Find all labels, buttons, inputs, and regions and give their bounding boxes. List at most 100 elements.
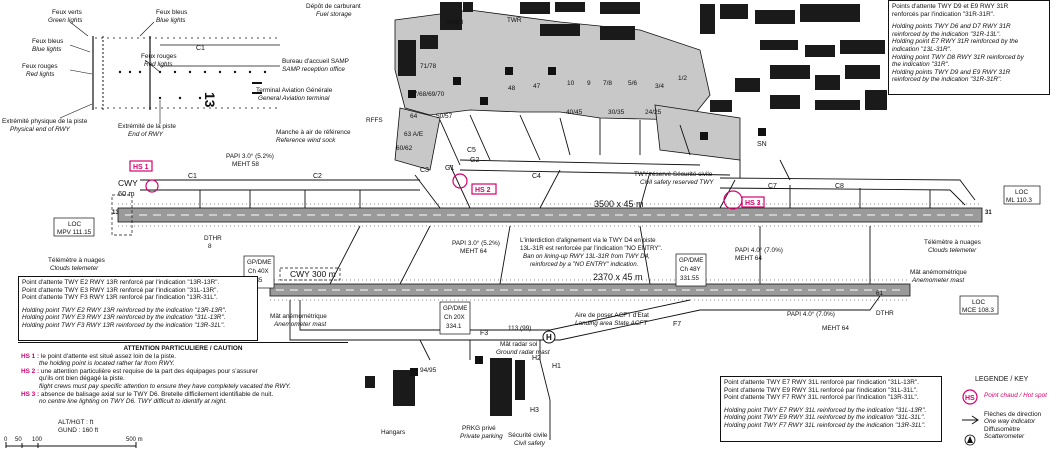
hotspot-1-label[interactable]: HS 1: [133, 164, 149, 171]
twy-c4-label: C4: [532, 173, 541, 180]
anemometer-2-en: Anemometer mast: [911, 277, 964, 284]
twy-c1-label: C1: [188, 173, 197, 180]
hotspot-3-circle[interactable]: [723, 190, 743, 210]
runway-main: [117, 203, 983, 227]
gp-dme-1-channel: Ch 40X: [248, 268, 269, 275]
civil-safety-en: Civil safety: [514, 440, 546, 447]
note-top-right-en-line: reinforced by the indication "31R-13L".: [892, 30, 1001, 38]
label-blue-lights-fr: Feux bleus: [32, 38, 63, 45]
parking-icon: [410, 368, 418, 376]
alt-hgt-unit: ALT/HGT : ft: [58, 419, 93, 426]
taxiway-labels: C1 C2 C3 C4 C5 C7 C8 F3 F7 G1 G2 SN H2 H…: [188, 141, 844, 414]
state-acft-area-en: Landing area State ACFT: [575, 320, 648, 327]
clearway-60m: [111, 194, 133, 236]
caution-hs3-tag: HS 3 :: [21, 390, 40, 398]
stand-label: 1/2: [678, 75, 687, 82]
anemometer-1-en: Anemometer mast: [273, 321, 326, 328]
stand-label: 5/6: [628, 80, 637, 87]
helipad-letter: H: [546, 333, 552, 342]
gp-dme-3: GP/DME Ch 20X 334.1: [439, 301, 471, 335]
label-red-lights-right-en: Red lights: [144, 61, 173, 68]
dthr-2-value: 61: [876, 290, 884, 297]
meht-2-label: MEHT 64: [460, 248, 487, 255]
meht-4-label: MEHT 64: [822, 325, 849, 332]
cwy-60-label: CWY: [118, 178, 138, 188]
legend-arrows-en: One way indicator: [984, 418, 1036, 426]
ground-radar-value: 113 (99): [508, 325, 531, 332]
ceilometer-1-fr: Télémètre à nuages: [48, 257, 105, 264]
note-top-right-en-line: indication "13L-31R".: [892, 45, 952, 53]
twy-h1-label: H1: [552, 363, 561, 370]
state-acft-area-fr: Aire de poser ACFT d'Etat: [575, 312, 649, 319]
hotspot-3-label[interactable]: HS 3: [745, 200, 761, 207]
parking-icon: [408, 90, 416, 98]
legend-hotspot-en: Hot spot: [1023, 392, 1047, 399]
meht-3-label: MEHT 64: [735, 255, 762, 262]
hotspot-2-label[interactable]: HS 2: [475, 187, 491, 194]
gp-dme-1-title: GP/DME: [247, 259, 271, 266]
loc-ml-title: LOC: [1015, 189, 1029, 196]
note-bottom-right-en-line: Holding point TWY F7 RWY 31L reinforced …: [724, 421, 926, 429]
stand-label: 24/25: [645, 109, 662, 116]
twy-c8-label: C8: [835, 183, 844, 190]
legend-symbols: HS: [962, 389, 979, 446]
note-left-fr-line: Point d'attente TWY F3 RWY 13R renforcé …: [22, 294, 218, 302]
label-red-lights-right-fr: Feux rouges: [141, 53, 177, 60]
note-top-right-en-line: Holding point TWY D8 RWY 31R reinforced …: [892, 53, 1024, 61]
stand-label: 30/35: [608, 109, 625, 116]
legend-scatter-en: Scatterometer: [984, 433, 1025, 441]
meht-1-label: MEHT 58: [232, 161, 259, 168]
label-green-lights-en: Green lights: [48, 17, 83, 24]
civil-safety-fr: Sécurité civile: [508, 432, 548, 439]
stand-label: 64: [410, 113, 418, 120]
note-top-right-fr-line: Points d'attente TWY D9 et E9 RWY 31R: [892, 3, 1009, 10]
label-red-lights-en: Red lights: [26, 71, 55, 78]
legend-hotspot-symbol: HS: [965, 395, 975, 402]
papi-3-label: PAPI 4.0° (7.0%): [735, 246, 783, 254]
dthr-1-label: DTHR: [204, 235, 222, 242]
civil-safety-twy-en: Civil safety reserved TWY: [640, 179, 714, 186]
anemometer-1-fr: Mât anémométrique: [270, 313, 327, 320]
caution-hs1-en: the holding point is located rather far …: [39, 360, 175, 368]
parking-icon: [700, 132, 708, 140]
parking-icon: [548, 67, 556, 75]
ceilometer-1-en: Clouds telemeter: [50, 265, 99, 272]
civil-safety-twy-fr: TWY réservé Sécurité civile: [634, 171, 713, 178]
loc-ml: LOC ML 110.3: [1003, 185, 1041, 205]
note-top-right-en-line: Holding point E7 RWY 31R reinforced by t…: [892, 38, 1019, 46]
note-bottom-right-en-line: Holding point TWY E7 RWY 31L reinforced …: [724, 406, 927, 414]
note-top-right-en-line: Holding points TWY D6 and D7 RWY 31R: [892, 23, 1011, 31]
note-top-right-en-line: reinforced by the indication "31R-31R".: [892, 76, 1003, 84]
twy-g1-label: G1: [445, 165, 454, 172]
hotspot-2-circle[interactable]: [452, 173, 468, 189]
cwy-60-length: 60 m: [118, 189, 135, 198]
stand-label: 7/8: [603, 80, 612, 87]
note-bottom-right: Point d'attente TWY E7 RWY 31L renforcé …: [720, 376, 942, 442]
caution-hs1-tag: HS 1 :: [21, 352, 40, 360]
stand-label: 60/62: [396, 145, 413, 152]
note-left-holding: Point d'attente TWY E2 RWY 13R renforcé …: [18, 276, 258, 341]
hotspot-1-circle[interactable]: [145, 179, 159, 193]
label-red-lights-fr: Feux rouges: [22, 63, 58, 70]
legend-scatter-fr: Diffusomètre: [984, 425, 1021, 433]
note-top-right-en-line: Holding points TWY D9 and E9 RWY 31R: [892, 68, 1011, 76]
anemometer-2-fr: Mât anémométrique: [910, 269, 967, 276]
private-parking-en: Private parking: [460, 433, 503, 440]
note-bottom-right-en-line: Holding point TWY E9 RWY 31L reinforced …: [724, 414, 926, 422]
hangars-label: Hangars: [381, 429, 405, 436]
stand-label: 3/4: [655, 83, 664, 90]
twy-sn-label: SN: [757, 141, 767, 148]
note-left-en-line: Holding point TWY E3 RWY 13R reinforced …: [22, 314, 226, 322]
samp-office-fr: Bureau d'accueil SAMP: [282, 58, 349, 65]
caution-hs2-fr-2: qu'ils ont bien dégagé la piste.: [39, 375, 125, 383]
parking-icon: [453, 77, 461, 85]
parking-icon: [475, 356, 483, 364]
parking-icons: [408, 67, 766, 376]
loc-mpv: LOC MPV 111.15: [53, 217, 95, 237]
note-left-en-line: Holding point TWY F3 RWY 13R reinforced …: [22, 321, 226, 329]
label-rwy-end-fr: Extrémité de la piste: [118, 123, 176, 130]
stand-label: 47: [533, 83, 541, 90]
private-parking-fr: PRKG privé: [462, 425, 496, 432]
legend-title: LEGENDE / KEY: [975, 376, 1029, 383]
papi-1-label: PAPI 3.0° (5.2%): [226, 152, 274, 160]
